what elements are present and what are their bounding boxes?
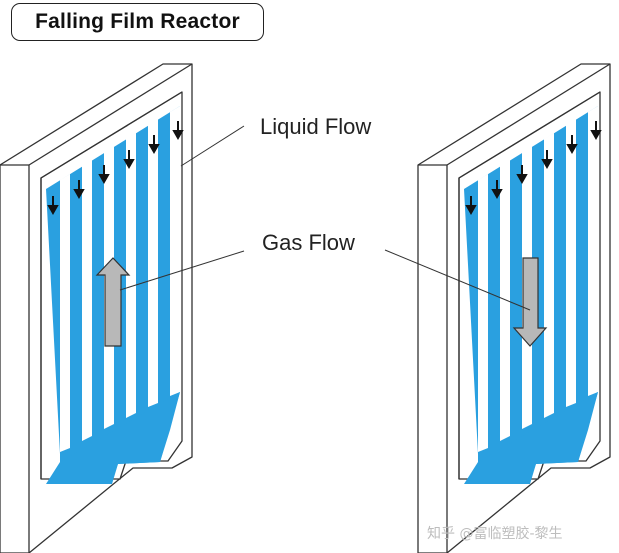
gas-arrow-up bbox=[95, 257, 131, 347]
liquid-flow-label: Liquid Flow bbox=[260, 114, 371, 139]
watermark: 知乎 @富临塑胶-黎生 bbox=[427, 525, 563, 542]
gas-arrow-down bbox=[512, 257, 548, 347]
liquid-flow-leader bbox=[180, 125, 245, 167]
gas-flow-label: Gas Flow bbox=[262, 230, 355, 255]
gas-flow-leader-left bbox=[119, 250, 245, 291]
right-reactor bbox=[417, 63, 611, 553]
left-reactor bbox=[0, 63, 193, 553]
diagram-title: Falling Film Reactor bbox=[35, 10, 240, 33]
gas-flow-leader-right bbox=[384, 249, 531, 311]
title-box: Falling Film Reactor bbox=[11, 3, 264, 41]
